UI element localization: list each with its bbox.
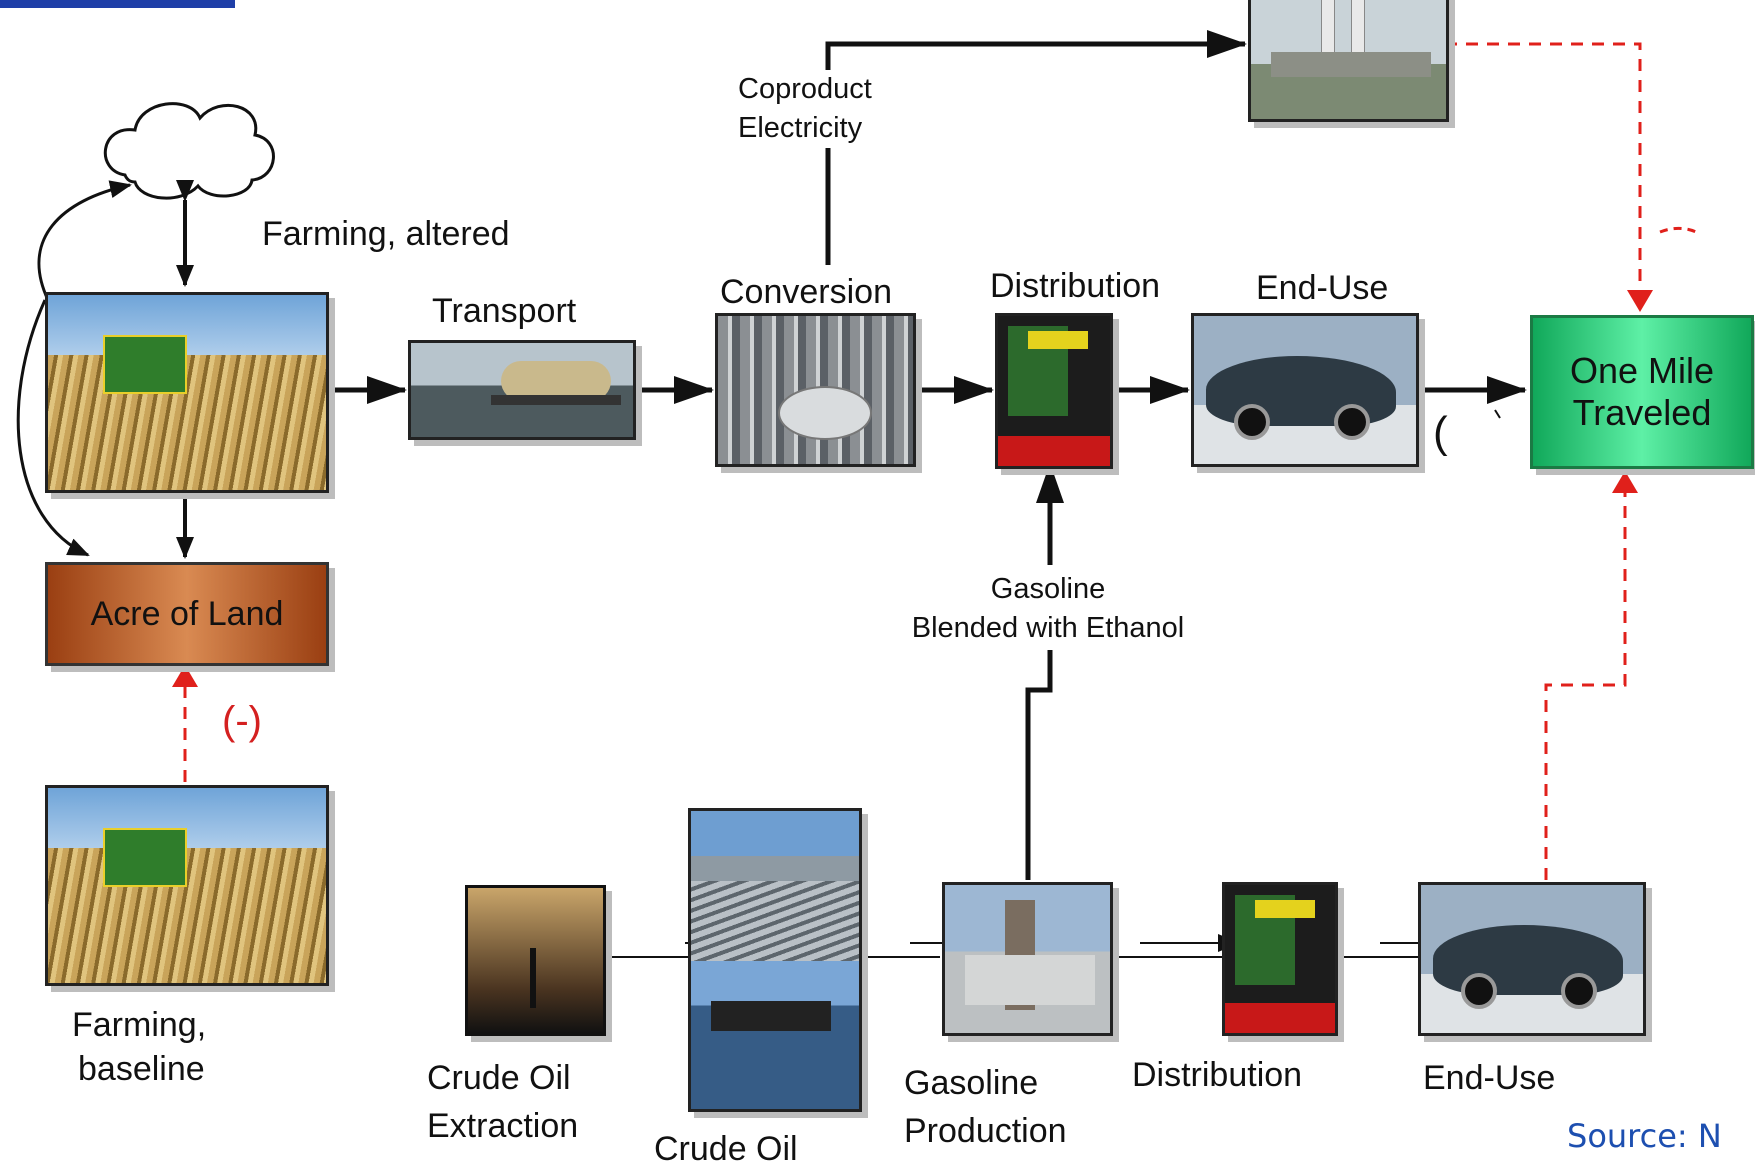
farming-baseline-label: Farming, baseline [72, 1003, 206, 1091]
end-use-top-photo [1191, 313, 1419, 467]
end-use-bottom-label: End-Use [1423, 1059, 1556, 1097]
coproduct-electricity-label: Coproduct Electricity [738, 70, 872, 149]
end-use-top-label: End-Use [1256, 269, 1389, 307]
gasoline-blended-label: Gasoline Blended with Ethanol [868, 570, 1228, 649]
farming-baseline-line2: baseline [78, 1050, 205, 1089]
acre-of-land-label: Acre of Land [90, 594, 284, 633]
distribution-top-photo [995, 313, 1113, 469]
farming-baseline-photo [45, 785, 329, 986]
distribution-bottom-label: Distribution [1132, 1056, 1303, 1094]
source-credit: Source: N [1567, 1117, 1722, 1155]
gasoline-blended-line1: Gasoline [990, 573, 1106, 605]
conversion-label: Conversion [720, 273, 892, 311]
crude-extraction-label: Crude Oil Extraction [427, 1055, 578, 1150]
farming-baseline-line1: Farming, [72, 1006, 207, 1044]
distribution-top-label: Distribution [990, 267, 1161, 305]
gasoline-production-line2: Production [904, 1111, 1067, 1150]
one-mile-label-line2: Traveled [1572, 392, 1712, 433]
farming-altered-photo [45, 292, 329, 493]
gasoline-production-photo [942, 882, 1113, 1036]
crude-oil-label: Crude Oil [654, 1130, 798, 1168]
acre-of-land-box: Acre of Land [45, 562, 329, 666]
crude-extraction-line1: Crude Oil [427, 1059, 571, 1097]
end-use-bottom-photo [1418, 882, 1646, 1036]
power-plant-photo [1248, 0, 1449, 122]
transport-label: Transport [432, 292, 577, 330]
cloud-shape [103, 102, 275, 200]
crude-extraction-line2: Extraction [427, 1106, 579, 1145]
coproduct-line1: Coproduct [738, 73, 872, 105]
header-accent-bar [0, 0, 235, 8]
one-mile-traveled-box: One Mile Traveled [1530, 315, 1754, 469]
one-mile-label-line1: One Mile [1569, 350, 1715, 391]
gasoline-production-label: Gasoline Production [904, 1060, 1067, 1155]
transport-photo [408, 340, 636, 440]
crude-oil-photo [688, 808, 862, 1112]
farming-altered-label: Farming, altered [262, 215, 510, 253]
gasoline-production-line1: Gasoline [904, 1064, 1039, 1102]
coproduct-line2: Electricity [738, 112, 863, 145]
conversion-photo [715, 313, 916, 467]
crude-extraction-photo [465, 885, 606, 1036]
minus-sign-label: (-) [222, 699, 262, 743]
gasoline-blended-line2: Blended with Ethanol [911, 612, 1185, 645]
distribution-bottom-photo [1222, 882, 1338, 1036]
paren-fragment: ( [1433, 408, 1448, 457]
